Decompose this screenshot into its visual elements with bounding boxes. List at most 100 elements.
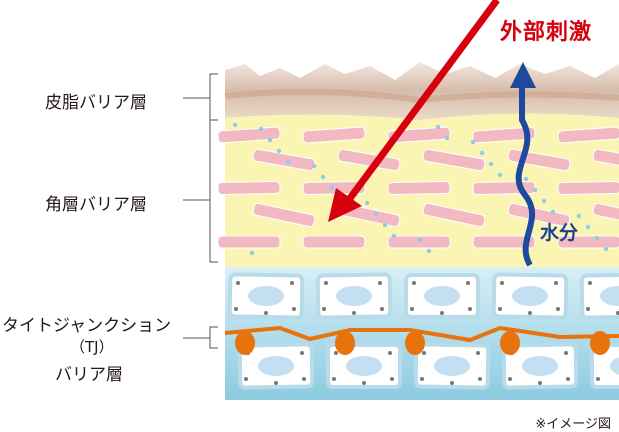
cell-granule bbox=[322, 307, 326, 311]
cell-nucleus bbox=[522, 356, 558, 376]
image-note: ※イメージ図 bbox=[535, 417, 611, 432]
cell-granule bbox=[412, 281, 416, 285]
lipid-dot bbox=[523, 176, 529, 182]
lipid-dot bbox=[417, 237, 423, 243]
lipid-dot bbox=[382, 222, 388, 228]
cell-granule bbox=[234, 307, 238, 311]
cell-granule bbox=[420, 377, 424, 381]
corneocyte bbox=[557, 235, 619, 249]
cell-granule bbox=[596, 377, 600, 381]
corneocyte bbox=[217, 126, 281, 144]
cell-granule bbox=[236, 281, 240, 285]
tj-label-line3: バリア層 bbox=[55, 365, 123, 385]
lipid-dot bbox=[576, 213, 582, 219]
sebum-barrier-label: 皮脂バリア層 bbox=[45, 93, 147, 113]
cell-nucleus bbox=[434, 356, 470, 376]
cell-nucleus bbox=[424, 286, 460, 306]
cell-nucleus bbox=[258, 356, 294, 376]
water-label: 水分 bbox=[540, 222, 579, 244]
lipid-dot bbox=[532, 187, 538, 193]
cell-granule bbox=[302, 377, 306, 381]
lipid-dot bbox=[435, 124, 441, 130]
cell-granule bbox=[334, 351, 338, 355]
cell-granule bbox=[528, 311, 532, 315]
cell-granule bbox=[498, 307, 502, 311]
cell-granule bbox=[332, 377, 336, 381]
external-stimulus-label: 外部刺激 bbox=[500, 20, 593, 45]
lipid-dot bbox=[329, 185, 335, 191]
cell-granule bbox=[476, 351, 480, 355]
external-stimulus-arrow bbox=[342, 0, 500, 208]
corneocyte bbox=[557, 181, 619, 195]
corneocyte bbox=[217, 235, 281, 249]
cell-nucleus bbox=[248, 286, 284, 306]
corneocyte bbox=[302, 126, 366, 144]
lipid-dot bbox=[479, 150, 485, 156]
tight-junction-protein bbox=[500, 331, 520, 355]
cell-granule bbox=[616, 311, 619, 315]
lipid-dot bbox=[311, 163, 317, 169]
cell-nucleus bbox=[346, 356, 382, 376]
cell-granule bbox=[538, 381, 542, 385]
cell-granule bbox=[324, 281, 328, 285]
corneocyte bbox=[337, 148, 401, 172]
corneocyte bbox=[592, 202, 619, 228]
corneocyte bbox=[387, 235, 451, 249]
lipid-dot bbox=[444, 135, 450, 141]
cell-granule bbox=[556, 307, 560, 311]
cell-granule bbox=[478, 377, 482, 381]
cell-granule bbox=[380, 307, 384, 311]
lipid-dot bbox=[267, 137, 273, 143]
cell-granule bbox=[388, 351, 392, 355]
cell-granule bbox=[468, 307, 472, 311]
cell-nucleus bbox=[600, 286, 619, 306]
cell-granule bbox=[422, 351, 426, 355]
lipid-dot bbox=[594, 235, 600, 241]
cell-granule bbox=[588, 281, 592, 285]
cell-granule bbox=[440, 311, 444, 315]
tight-junction-line bbox=[224, 325, 619, 343]
cell-granule bbox=[564, 351, 568, 355]
lipid-dot bbox=[373, 211, 379, 217]
lipid-dot bbox=[258, 126, 264, 132]
lipid-dot bbox=[249, 250, 255, 256]
corneocyte bbox=[592, 148, 619, 172]
cell-granule bbox=[466, 281, 470, 285]
lipid-dot bbox=[364, 200, 370, 206]
corneocyte bbox=[252, 202, 316, 228]
epidermal-cell bbox=[590, 343, 619, 389]
lipid-dot bbox=[285, 159, 291, 165]
lipid-dot bbox=[541, 198, 547, 204]
lipid-dot bbox=[470, 139, 476, 145]
cell-nucleus bbox=[610, 357, 619, 375]
lipid-dot bbox=[603, 246, 609, 252]
lipid-dot bbox=[391, 233, 397, 239]
corneocyte bbox=[422, 202, 486, 228]
cell-granule bbox=[410, 307, 414, 311]
cell-granule bbox=[586, 307, 590, 311]
corneocyte bbox=[472, 126, 536, 144]
cell-granule bbox=[566, 377, 570, 381]
cell-granule bbox=[274, 381, 278, 385]
cell-granule bbox=[292, 307, 296, 311]
corneocyte bbox=[302, 235, 366, 249]
cell-granule bbox=[362, 381, 366, 385]
tj-label-line2: （TJ） bbox=[70, 338, 114, 356]
cell-granule bbox=[390, 377, 394, 381]
cell-granule bbox=[264, 311, 268, 315]
lipid-dot bbox=[320, 174, 326, 180]
lipid-dot bbox=[497, 172, 503, 178]
tight-junction-protein bbox=[335, 331, 355, 355]
external-arrowhead bbox=[328, 188, 362, 222]
cell-nucleus bbox=[512, 286, 548, 306]
cell-granule bbox=[378, 281, 382, 285]
cell-granule bbox=[508, 377, 512, 381]
corneum-barrier-label: 角層バリア層 bbox=[45, 195, 147, 215]
corneocyte bbox=[422, 148, 486, 172]
cell-granule bbox=[500, 281, 504, 285]
cell-granule bbox=[554, 281, 558, 285]
corneocyte bbox=[387, 181, 451, 195]
lipid-dot bbox=[550, 209, 556, 215]
lipid-dot bbox=[426, 248, 432, 254]
